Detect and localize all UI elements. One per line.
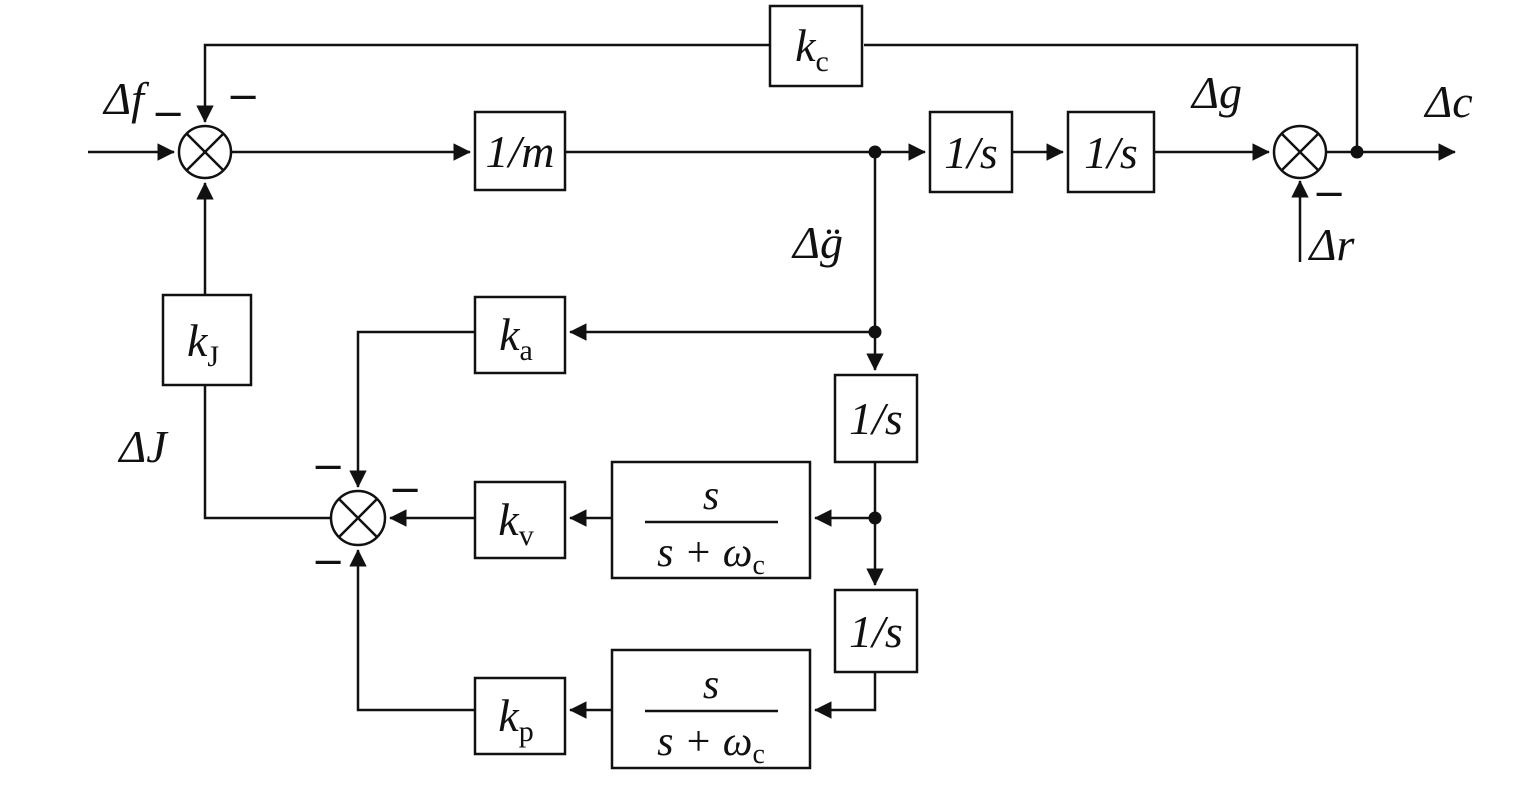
- minus-sign-sumC-top: −: [311, 444, 345, 490]
- highpass-1-denominator: s + ωc: [657, 530, 765, 581]
- ka-sub: a: [520, 334, 533, 367]
- block-highpass-1: [610, 460, 812, 580]
- minus-sign-sumC-right: −: [388, 467, 422, 513]
- summing-junction-right-cross: [1280, 132, 1320, 172]
- block-inv-s-1-label: 1/s: [944, 127, 998, 178]
- block-ka-label: ka: [499, 309, 533, 367]
- signal-gddot-label: Δg̈: [791, 217, 843, 268]
- ka-base: k: [499, 309, 521, 360]
- kp-base: k: [498, 690, 520, 741]
- signal-deltaJ-label: ΔJ: [117, 421, 169, 472]
- block-kv: [473, 480, 567, 560]
- kv-base: k: [498, 494, 520, 545]
- branch-node-ka: [868, 325, 882, 339]
- block-kv-label: kv: [498, 494, 533, 552]
- block-inv-s-2: [1066, 110, 1156, 194]
- block-kc: [768, 4, 864, 88]
- block-kp: [473, 676, 567, 756]
- block-inv-m-label: 1/m: [486, 126, 555, 177]
- wire-invs4-to-highpass2: [814, 672, 877, 719]
- wire-ka-to-sumC: [349, 330, 475, 488]
- kJ-base: k: [187, 315, 209, 366]
- wire-feedback-top-right: [864, 43, 1359, 152]
- summing-junction-lower-cross: [338, 498, 378, 538]
- summing-junction-left-cross: [185, 132, 225, 172]
- kp-sub: p: [519, 715, 534, 748]
- kc-sub: c: [816, 45, 829, 78]
- block-kJ-label: kJ: [187, 315, 219, 373]
- signal-input-label: Δf: [102, 73, 150, 124]
- wire-sumC-to-kJ: [203, 385, 331, 520]
- minus-sign-top-feedback: −: [226, 74, 260, 120]
- block-inv-s-4-label: 1/s: [849, 606, 903, 657]
- highpass-2-den-base: s + ω: [657, 719, 752, 765]
- highpass-2-den-sub: c: [752, 739, 764, 770]
- block-ka: [473, 295, 567, 375]
- block-highpass-2: [610, 648, 812, 770]
- branch-node-output: [1350, 145, 1364, 159]
- branch-node-after-invm: [868, 145, 882, 159]
- block-inv-s-4: [833, 588, 919, 674]
- block-inv-s-3-label: 1/s: [849, 393, 903, 444]
- wire-feedback-top-left: [196, 43, 770, 123]
- highpass-1-den-sub: c: [752, 550, 764, 581]
- minus-sign-input: −: [151, 91, 185, 137]
- block-inv-s-1: [928, 110, 1014, 194]
- wire-kp-to-sumC: [349, 549, 475, 712]
- signal-gravity-label: Δg: [1190, 67, 1242, 118]
- block-inv-s-3: [833, 373, 919, 464]
- block-kJ: [161, 293, 253, 387]
- branch-node-kv: [868, 511, 882, 525]
- kc-base: k: [795, 20, 817, 71]
- highpass-2-denominator: s + ωc: [657, 719, 765, 770]
- signal-output-label: Δc: [1423, 76, 1472, 127]
- block-kc-label: kc: [795, 20, 829, 78]
- block-kp-label: kp: [498, 690, 533, 748]
- signal-reference-label: Δr: [1308, 219, 1356, 270]
- block-inv-s-2-label: 1/s: [1084, 127, 1138, 178]
- minus-sign-sumC-bottom: −: [311, 539, 345, 585]
- kv-sub: v: [519, 519, 534, 552]
- highpass-2-numerator: s: [703, 662, 719, 708]
- kJ-sub: J: [207, 340, 219, 373]
- minus-sign-reference: −: [1312, 171, 1346, 217]
- block-inv-m: [473, 110, 567, 192]
- highpass-1-numerator: s: [703, 473, 719, 519]
- highpass-1-den-base: s + ω: [657, 530, 752, 576]
